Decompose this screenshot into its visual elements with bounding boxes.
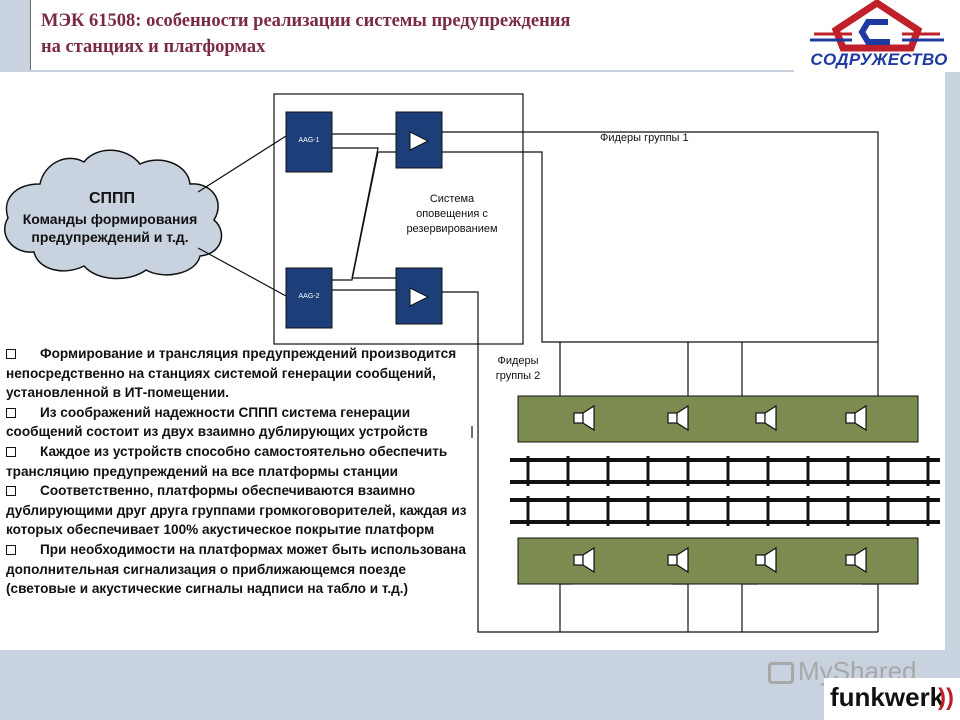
title-bar: МЭК 61508: особенности реализации систем… — [30, 0, 795, 70]
bullet-item: Из соображений надежности СППП система г… — [6, 403, 476, 442]
slide-title-line2: на станциях и платформах — [41, 37, 266, 57]
logo-sodruzhestvo: СОДРУЖЕСТВО — [794, 0, 960, 72]
funkwerk-logo-text: funkwerk — [830, 682, 945, 712]
bullet-text: Соответственно, платформы обеспечиваются… — [40, 483, 416, 499]
logo-emblem — [810, 0, 944, 52]
cloud-line1: Команды формирования — [23, 211, 198, 227]
feeders-group-2-label-line1: Фидеры — [497, 355, 538, 367]
system-label-line1: Система — [430, 193, 475, 205]
system-frame — [273, 93, 524, 345]
bullet-text: Формирование и трансляция предупреждений… — [40, 346, 457, 361]
feeders-group-1-label: Фидеры группы 1 — [600, 132, 689, 144]
amplifier-2-play-icon — [409, 287, 430, 307]
bullet-text: трансляцию предупреждений на все платфор… — [6, 463, 398, 479]
bullet-text: сообщений состоит из двух взаимно дублир… — [6, 424, 428, 440]
presentation-icon — [768, 662, 794, 685]
bullet-text: установленной в ИТ-помещении. — [6, 385, 229, 401]
bullet-text: дублирующими друг друга группами громког… — [6, 502, 467, 518]
bullet-text: дополнительная сигнализация о приближающ… — [6, 561, 406, 577]
bullet-text: (световые и акустические сигналы надписи… — [6, 581, 409, 597]
bullet-text: которых обеспечивает 100% акустическое п… — [6, 522, 435, 538]
system-label-line3: резервированием — [406, 223, 497, 235]
redundancy-links — [332, 133, 396, 291]
bullet-text: непосредственно на станциях системой ген… — [6, 365, 436, 381]
bullet-item: Соответственно, платформы обеспечиваются… — [6, 481, 476, 540]
feeders-group-2-label-line2: группы 2 — [496, 370, 541, 382]
logo-text: СОДРУЖЕСТВО — [810, 50, 948, 69]
funkwerk-logo-mark: )) — [938, 684, 954, 711]
cloud-link-1 — [197, 135, 287, 193]
warning-system-diagram: СППП Команды формирования предупреждений… — [0, 72, 945, 650]
bullet-text: При необходимости на платформах может бы… — [40, 541, 466, 557]
checkbox-bullet-icon — [6, 486, 16, 497]
device-aag2-label: ААG-2 — [298, 293, 319, 300]
checkbox-bullet-icon — [6, 544, 16, 555]
cloud-title: СППП — [89, 190, 135, 207]
funkwerk-logo: funkwerk )) — [824, 678, 960, 720]
slide-title: МЭК 61508: особенности реализации систем… — [41, 8, 570, 60]
bullet-item: Формирование и трансляция предупреждений… — [6, 344, 476, 403]
device-aag2 — [285, 267, 333, 329]
slide-title-line1: МЭК 61508: особенности реализации систем… — [41, 11, 571, 31]
checkbox-bullet-icon — [6, 446, 16, 457]
bullet-list: Формирование и трансляция предупреждений… — [6, 344, 476, 599]
checkbox-bullet-icon — [6, 407, 16, 418]
cloud-link-2 — [197, 247, 287, 297]
bullet-item: При необходимости на платформах может бы… — [6, 540, 476, 599]
device-aag1-label: ААG-1 — [298, 137, 319, 144]
bullet-text: Каждое из устройств способно самостоятел… — [40, 443, 448, 459]
sppp-cloud — [3, 149, 223, 280]
checkbox-bullet-icon — [6, 348, 16, 359]
system-label-line2: оповещения с — [416, 208, 488, 220]
bullet-text: Из соображений надежности СППП система г… — [40, 404, 411, 420]
cloud-line2: предупреждений и т.д. — [31, 229, 188, 245]
device-aag1 — [285, 111, 333, 173]
amplifier-1-play-icon — [409, 131, 430, 151]
bullet-item: Каждое из устройств способно самостоятел… — [6, 442, 476, 481]
railway-tracks — [510, 456, 940, 526]
